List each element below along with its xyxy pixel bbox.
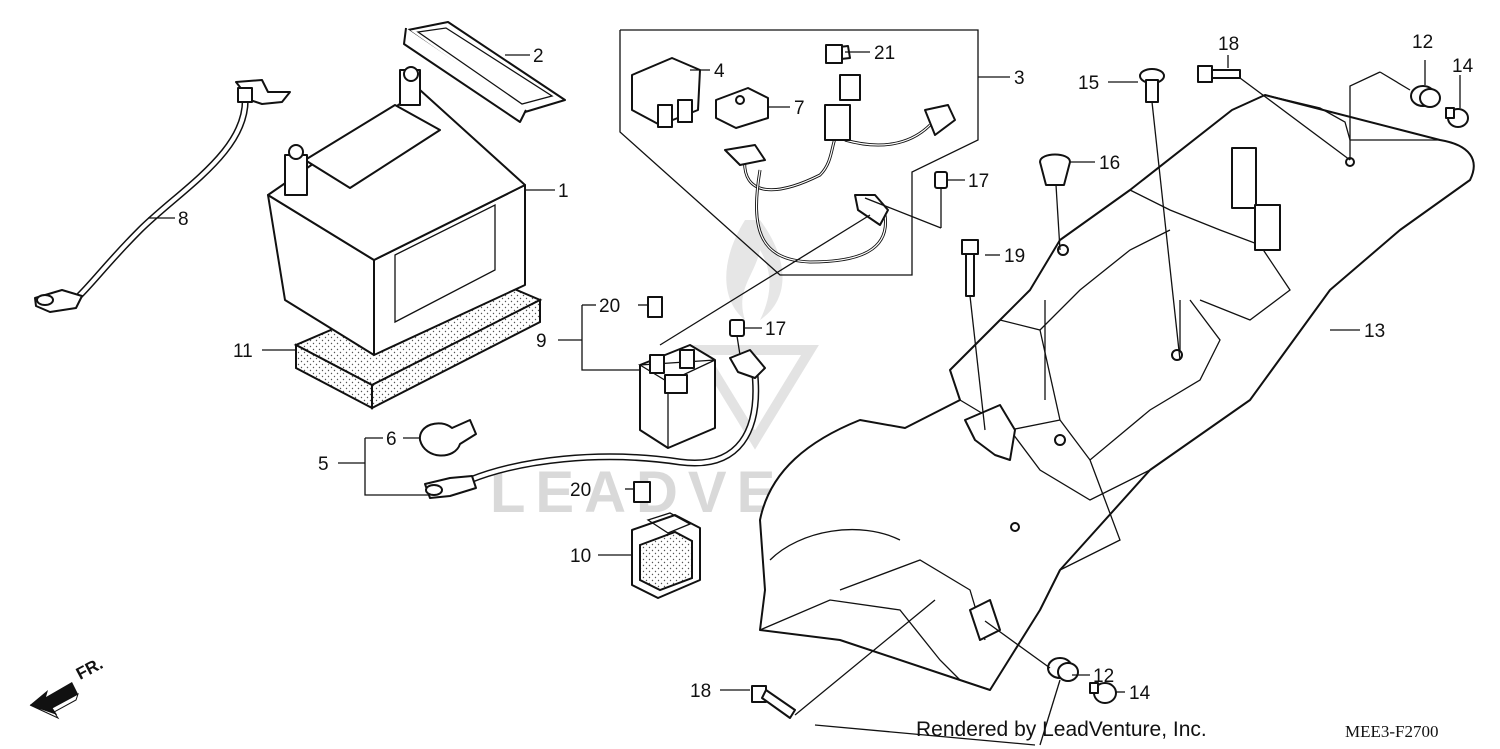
front-direction-arrow-icon (30, 682, 78, 714)
part-17-screw-upper (934, 171, 948, 189)
callout-2: 2 (533, 46, 544, 67)
callout-17-lower: 17 (765, 319, 786, 340)
callout-6: 6 (386, 429, 397, 450)
callout-18-lower: 18 (690, 681, 711, 702)
callout-3: 3 (1014, 68, 1025, 89)
callout-12-upper: 12 (1412, 32, 1433, 53)
part-20-fuse-upper (647, 296, 663, 318)
part-17-screw-lower (729, 319, 745, 337)
part-14-collar-lower (1089, 682, 1117, 704)
callout-11: 11 (233, 341, 253, 362)
callout-1: 1 (558, 181, 569, 202)
callout-4: 4 (714, 61, 725, 82)
callout-21: 21 (874, 43, 895, 64)
front-direction-marker: FR. (29, 654, 106, 720)
callout-8: 8 (178, 209, 189, 230)
callout-19: 19 (1004, 246, 1025, 267)
callout-17-upper: 17 (968, 171, 989, 192)
part-18-bolt-upper (1197, 65, 1241, 83)
diagram-code: MEE3-F2700 (1345, 722, 1439, 741)
part-9-starter-relay (637, 344, 716, 449)
leader-lines (148, 51, 1461, 746)
part-10-relay-cover (631, 512, 701, 599)
part-7-cap (715, 87, 769, 129)
part-16-grommet (1039, 153, 1071, 186)
callout-15: 15 (1078, 73, 1099, 94)
part-14-collar-upper (1445, 107, 1469, 128)
part-15-clip (1139, 68, 1165, 103)
callout-18-upper: 18 (1218, 34, 1239, 55)
callout-5: 5 (318, 454, 329, 475)
part-2-battery-strap (403, 21, 566, 123)
callout-7: 7 (794, 98, 805, 119)
part-13-rear-fender (759, 94, 1475, 691)
part-18-bolt-lower (751, 685, 796, 719)
callout-20-upper: 20 (599, 296, 620, 317)
callout-14-upper: 14 (1452, 56, 1474, 77)
part-20-fuse-lower (633, 481, 651, 503)
part-3-sub-harness-group (619, 29, 979, 276)
part-8-battery-cable (34, 79, 291, 313)
part-12-grommet-lower (1047, 657, 1079, 682)
part-21-fuse (825, 44, 843, 64)
part-1-battery (267, 66, 526, 356)
part-19-bolt (961, 239, 979, 297)
callout-12-lower: 12 (1093, 666, 1114, 687)
render-credit: Rendered by LeadVenture, Inc. (916, 718, 1207, 741)
callout-9: 9 (536, 331, 547, 352)
callout-20-lower: 20 (570, 480, 591, 501)
part-4-terminal-cover (631, 57, 701, 128)
front-label: FR. (73, 654, 106, 684)
part-12-grommet-upper (1410, 85, 1441, 108)
callout-16: 16 (1099, 153, 1120, 174)
callout-14-lower: 14 (1129, 683, 1151, 704)
part-6-cable-cap (418, 419, 477, 457)
part-5-starter-cable (424, 349, 766, 499)
callout-10: 10 (570, 546, 591, 567)
callout-labels: 1 2 3 4 5 6 7 8 9 10 11 12 12 13 14 14 1… (178, 32, 1474, 704)
callout-13: 13 (1364, 321, 1385, 342)
